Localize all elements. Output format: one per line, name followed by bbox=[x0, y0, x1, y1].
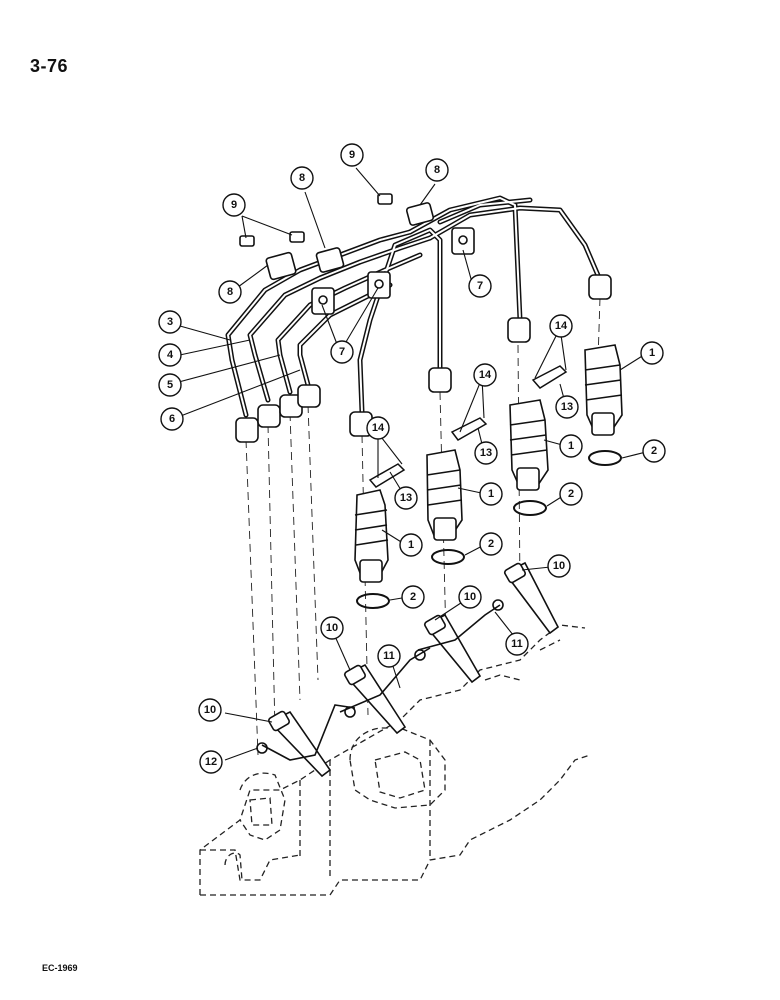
svg-text:8: 8 bbox=[299, 172, 305, 184]
engine-block-outline bbox=[199, 624, 591, 896]
washers bbox=[356, 450, 622, 609]
svg-text:7: 7 bbox=[339, 346, 345, 358]
svg-text:11: 11 bbox=[511, 638, 523, 650]
callout-5: 5 bbox=[158, 373, 182, 397]
callout-10-b: 10 bbox=[320, 616, 344, 640]
callout-10-d: 10 bbox=[547, 554, 571, 578]
svg-text:10: 10 bbox=[326, 622, 338, 634]
callout-8-middle: 8 bbox=[290, 166, 314, 190]
injector-3 bbox=[509, 399, 549, 491]
callout-1-a: 1 bbox=[399, 533, 423, 557]
callout-7-left: 7 bbox=[330, 340, 354, 364]
callout-4: 4 bbox=[158, 343, 182, 367]
svg-text:14: 14 bbox=[555, 320, 568, 332]
injector-2 bbox=[426, 449, 463, 541]
svg-text:13: 13 bbox=[400, 492, 412, 504]
svg-text:2: 2 bbox=[651, 445, 657, 457]
injector-4 bbox=[584, 344, 623, 436]
callout-12: 12 bbox=[199, 750, 223, 774]
callout-11-b: 11 bbox=[505, 632, 529, 656]
svg-text:13: 13 bbox=[561, 401, 573, 413]
svg-text:9: 9 bbox=[231, 199, 237, 211]
svg-text:1: 1 bbox=[488, 488, 494, 500]
alignment-lines bbox=[245, 297, 601, 756]
callout-1-c: 1 bbox=[559, 434, 583, 458]
callout-9-left: 9 bbox=[222, 193, 246, 217]
callout-2-a: 2 bbox=[401, 585, 425, 609]
injectors bbox=[354, 344, 623, 583]
callout-1-d: 1 bbox=[640, 341, 664, 365]
callout-14-b: 14 bbox=[473, 363, 497, 387]
svg-text:11: 11 bbox=[383, 650, 395, 662]
svg-text:6: 6 bbox=[169, 413, 175, 425]
glow-plugs bbox=[268, 561, 560, 778]
callout-11-a: 11 bbox=[377, 644, 401, 668]
callout-2-d: 2 bbox=[642, 439, 666, 463]
clamp-bolts bbox=[239, 193, 393, 247]
svg-text:4: 4 bbox=[167, 349, 174, 361]
callout-8-right: 8 bbox=[425, 158, 449, 182]
svg-text:1: 1 bbox=[649, 347, 655, 359]
svg-text:2: 2 bbox=[488, 538, 494, 550]
svg-text:10: 10 bbox=[553, 560, 565, 572]
svg-text:13: 13 bbox=[480, 447, 492, 459]
svg-text:8: 8 bbox=[434, 164, 440, 176]
callout-13-a: 13 bbox=[394, 486, 418, 510]
callout-2-c: 2 bbox=[559, 482, 583, 506]
callout-2-b: 2 bbox=[479, 532, 503, 556]
svg-text:14: 14 bbox=[479, 369, 492, 381]
callout-6: 6 bbox=[160, 407, 184, 431]
injector-1 bbox=[354, 489, 389, 583]
callout-14-a: 14 bbox=[366, 416, 390, 440]
pipe-clamps bbox=[265, 202, 475, 315]
leader-lines bbox=[174, 167, 648, 761]
callouts: 9 9 8 8 8 7 7 3 4 5 6 1 1 1 1 2 2 2 2 14… bbox=[158, 143, 666, 774]
svg-text:1: 1 bbox=[408, 539, 414, 551]
callout-9-right: 9 bbox=[340, 143, 364, 167]
pipe-end-nuts bbox=[235, 274, 612, 443]
svg-text:12: 12 bbox=[205, 756, 217, 768]
callout-14-c: 14 bbox=[549, 314, 573, 338]
svg-text:10: 10 bbox=[464, 591, 476, 603]
svg-text:9: 9 bbox=[349, 149, 355, 161]
callout-7-right: 7 bbox=[468, 274, 492, 298]
svg-text:3: 3 bbox=[167, 316, 173, 328]
leak-off-fittings bbox=[368, 365, 568, 488]
callout-8-left: 8 bbox=[218, 280, 242, 304]
svg-text:2: 2 bbox=[410, 591, 416, 603]
callout-10-c: 10 bbox=[458, 585, 482, 609]
document-code: EC-1969 bbox=[42, 963, 78, 973]
callout-1-b: 1 bbox=[479, 482, 503, 506]
callout-13-c: 13 bbox=[555, 395, 579, 419]
svg-text:14: 14 bbox=[372, 422, 385, 434]
svg-text:1: 1 bbox=[568, 440, 574, 452]
callout-10-a: 10 bbox=[198, 698, 222, 722]
svg-text:10: 10 bbox=[204, 704, 216, 716]
svg-text:7: 7 bbox=[477, 280, 483, 292]
callout-3: 3 bbox=[158, 310, 182, 334]
svg-text:2: 2 bbox=[568, 488, 574, 500]
svg-text:5: 5 bbox=[167, 379, 173, 391]
callout-13-b: 13 bbox=[474, 441, 498, 465]
page-number: 3-76 bbox=[30, 56, 69, 76]
svg-text:8: 8 bbox=[227, 286, 233, 298]
